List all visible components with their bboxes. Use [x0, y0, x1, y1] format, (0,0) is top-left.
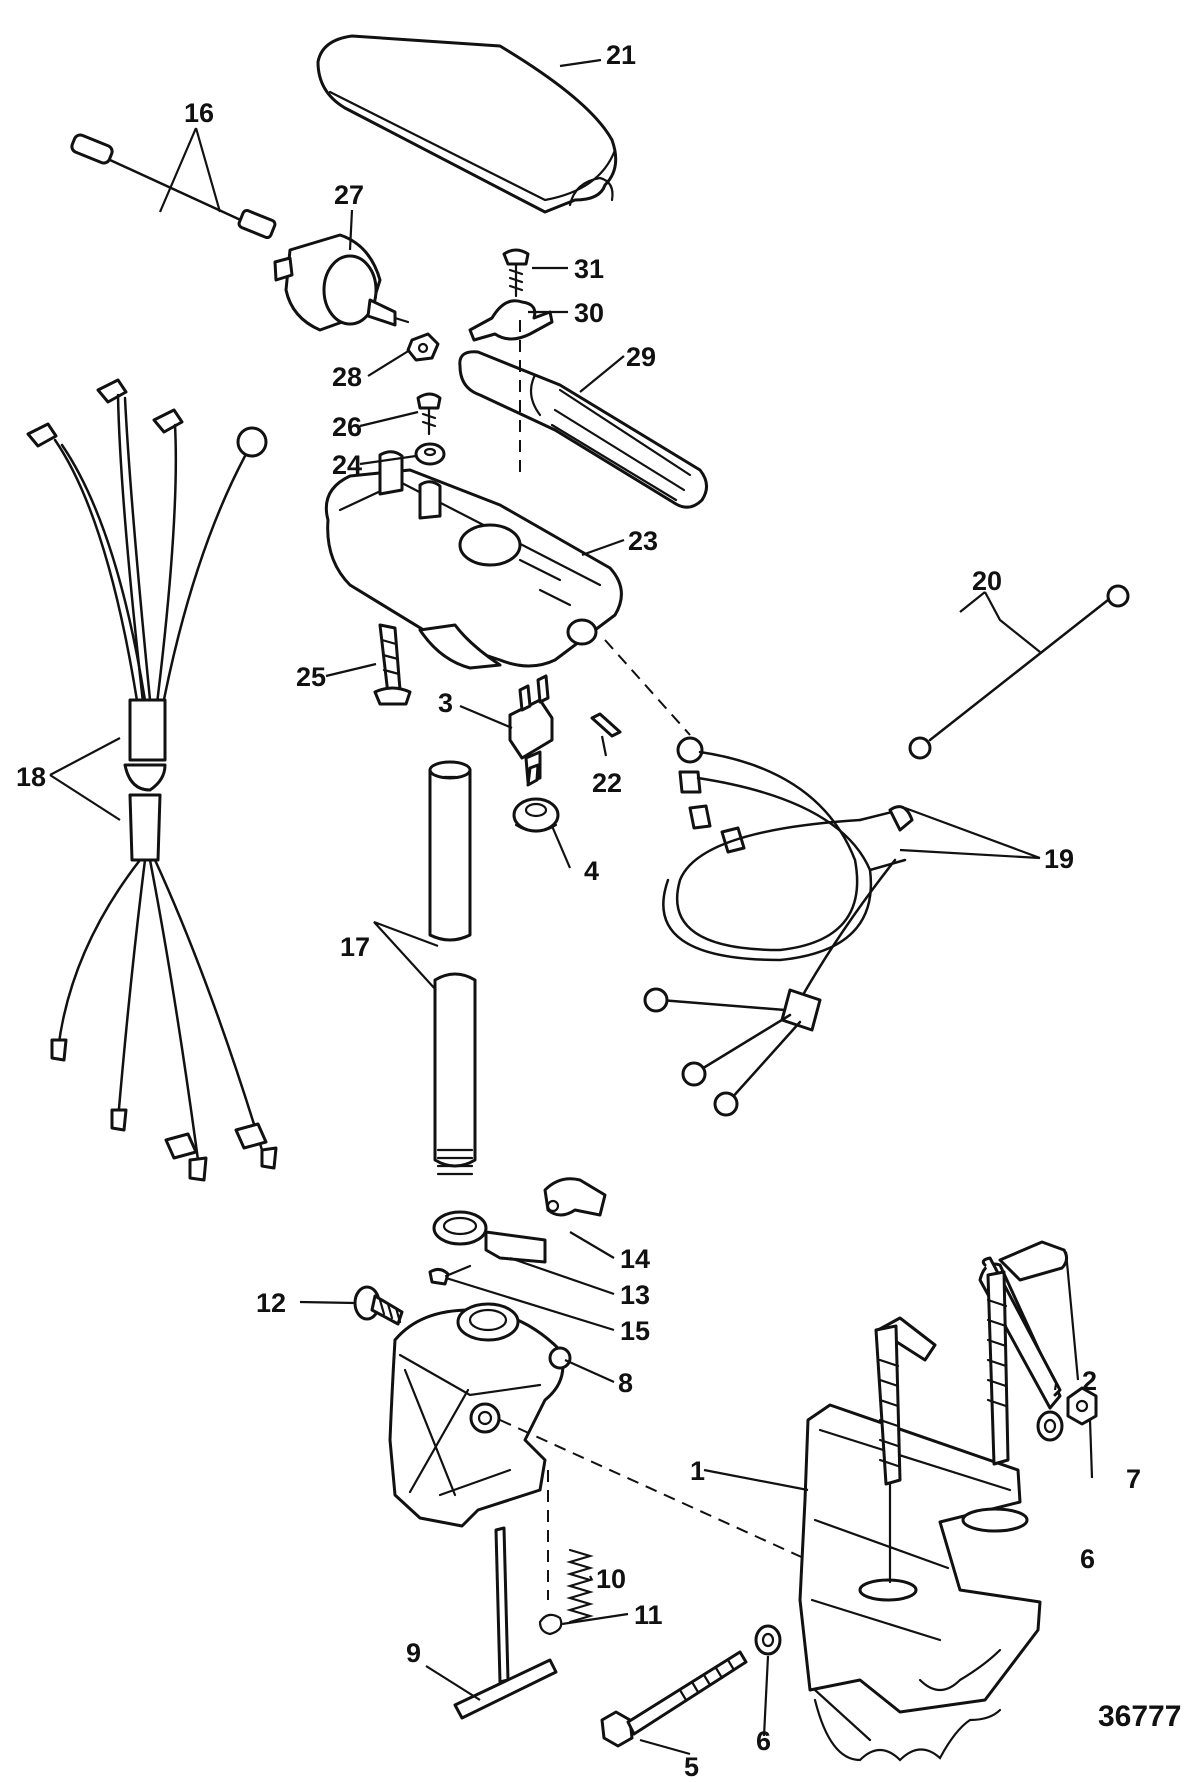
callout-2: 2 [1082, 1366, 1097, 1396]
callout-25: 25 [296, 662, 326, 692]
part-7-nut [1066, 1386, 1098, 1426]
part-20-ground-strap [908, 584, 1130, 760]
callout-3: 3 [438, 688, 453, 718]
callout-5: 5 [684, 1752, 699, 1782]
callout-6-lower: 6 [756, 1726, 771, 1756]
part-10-spring [566, 1548, 594, 1624]
part-22-pin [590, 712, 622, 738]
part-6-washer-upper [1036, 1410, 1064, 1442]
callout-15: 15 [620, 1316, 650, 1346]
part-3-toggle-switch [508, 674, 554, 787]
callout-24: 24 [332, 450, 362, 480]
callout-6-upper: 6 [1080, 1544, 1095, 1574]
callout-21: 21 [606, 40, 636, 70]
part-15-screw [428, 1264, 472, 1286]
alignment-lines [499, 320, 809, 1600]
part-2-clamp-screw-left [874, 1316, 937, 1584]
callout-7: 7 [1126, 1464, 1141, 1494]
part-5-bolt [600, 1650, 748, 1748]
part-4-bushing [512, 797, 560, 833]
callout-18: 18 [16, 762, 46, 792]
part-9-t-handle-pin [453, 1526, 558, 1720]
callout-12: 12 [256, 1288, 286, 1318]
part-2-clamp-screw-right [978, 1240, 1069, 1466]
part-25-screw [373, 623, 412, 706]
part-27-speed-switch [273, 233, 410, 332]
part-30-clamp [468, 299, 554, 342]
callout-20: 20 [972, 566, 1002, 596]
part-1-transom-clamp [798, 1403, 1042, 1762]
part-26-screw [416, 392, 442, 436]
callout-10: 10 [596, 1564, 626, 1594]
callout-14: 14 [620, 1244, 650, 1274]
callout-22: 22 [592, 768, 622, 798]
callout-31: 31 [574, 254, 604, 284]
part-19-wiring-harness [643, 736, 914, 1117]
part-17-shaft-tube [428, 760, 477, 1176]
part-12-thumb-screw [353, 1285, 404, 1326]
part-13-steering-collar [432, 1210, 547, 1264]
part-8-swivel-bracket [388, 1302, 572, 1528]
part-23-handle-housing [324, 450, 623, 670]
callout-11: 11 [634, 1600, 663, 1630]
diagram-reference-number: 36777 [1098, 1700, 1181, 1733]
callout-4: 4 [584, 856, 599, 886]
leader-lines [49, 58, 1094, 1756]
callout-30: 30 [574, 298, 604, 328]
callout-19: 19 [1044, 844, 1074, 874]
callout-13: 13 [620, 1280, 650, 1310]
callout-28: 28 [332, 362, 362, 392]
part-16-wire-lead [70, 133, 277, 240]
callout-16: 16 [184, 98, 214, 128]
part-11-retaining-clip [538, 1613, 563, 1636]
callout-labels: 21 16 27 31 30 28 29 26 24 23 25 3 22 4 … [16, 40, 1141, 1782]
callout-29: 29 [626, 342, 656, 372]
callout-23: 23 [628, 526, 658, 556]
callout-8: 8 [618, 1368, 633, 1398]
part-28-nut [406, 332, 440, 362]
part-14-steering-lock-knob [543, 1177, 607, 1217]
part-29-tiller-handle [458, 350, 708, 509]
part-18-wiring-harness [26, 378, 278, 1182]
callout-17: 17 [340, 932, 370, 962]
callout-26: 26 [332, 412, 362, 442]
callout-1: 1 [690, 1456, 705, 1486]
part-6-washer-lower [754, 1624, 782, 1656]
callout-27: 27 [334, 180, 364, 210]
callout-9: 9 [406, 1638, 421, 1668]
part-31-screw [502, 248, 530, 298]
part-21-top-cover [316, 34, 618, 214]
part-24-nut [414, 442, 446, 466]
